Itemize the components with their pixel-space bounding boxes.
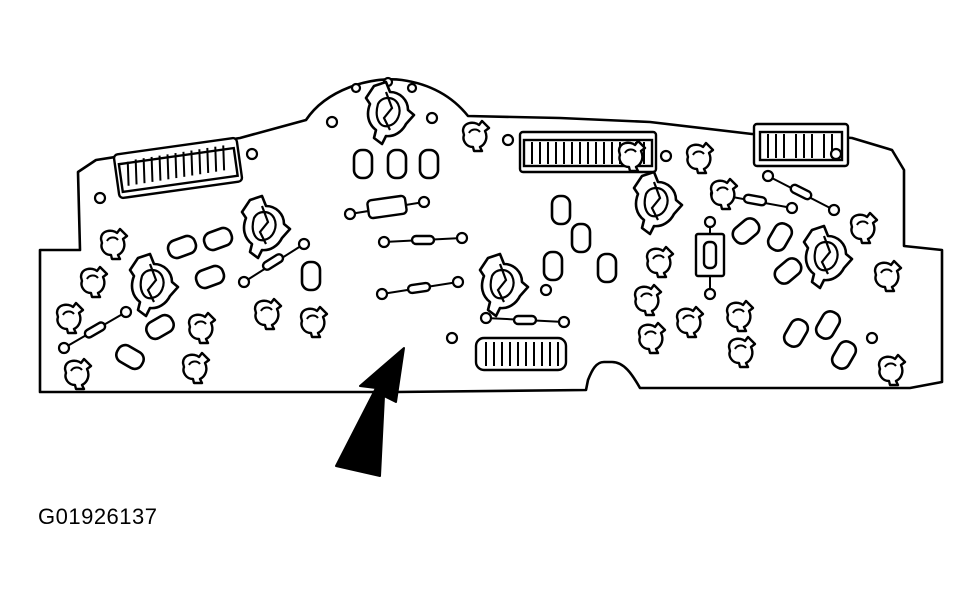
connector-left: [112, 136, 244, 200]
connector-bottom: [474, 336, 568, 372]
arrow-pointer-icon: [335, 347, 405, 477]
figure-id-label: G01926137: [38, 504, 158, 529]
lamp-holders: [115, 148, 858, 371]
connector-right: [752, 122, 850, 168]
mounting-holes: [93, 76, 879, 345]
resistors: [57, 169, 841, 355]
